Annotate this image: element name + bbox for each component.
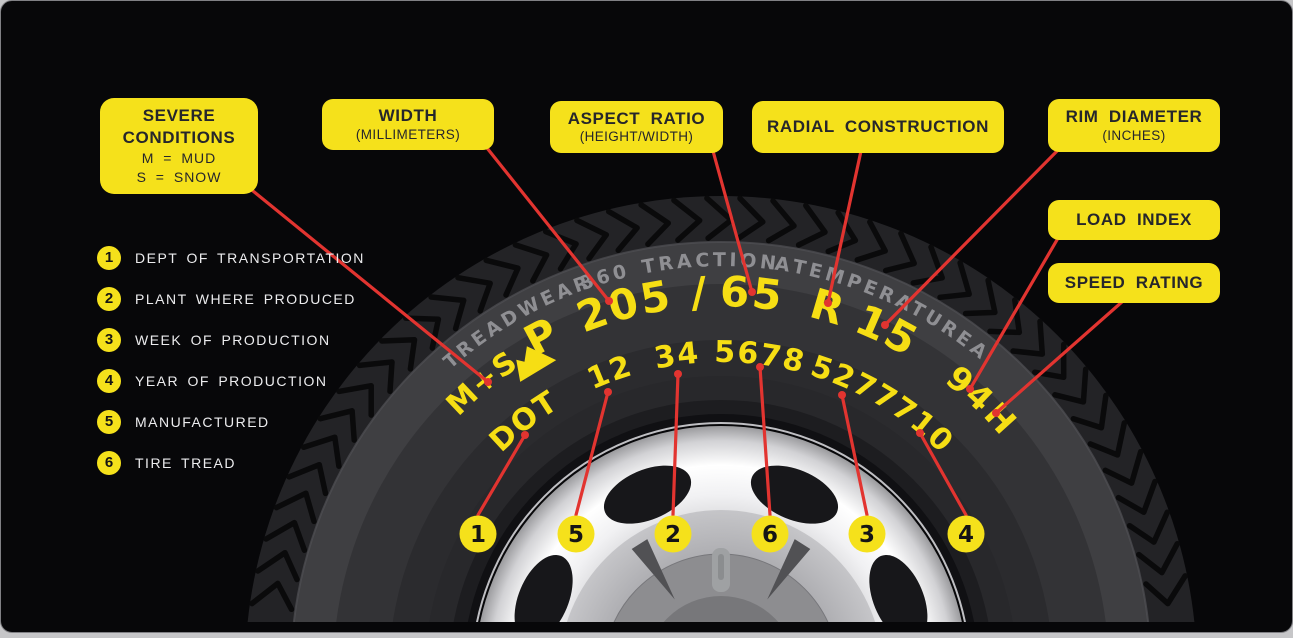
traction-value: A xyxy=(773,253,791,278)
rim-diameter-subtitle: (INCHES) xyxy=(1102,127,1166,143)
legend-number-4: 4 xyxy=(97,368,121,393)
callout-radial-construction: RADIAL CONSTRUCTION xyxy=(752,101,1004,153)
marker-2-number: 2 xyxy=(665,522,681,548)
aspect-ratio-title: ASPECT RATIO xyxy=(567,108,706,128)
hub xyxy=(613,539,829,622)
marker-4: 4 xyxy=(947,515,985,553)
legend-label-4: YEAR OF PRODUCTION xyxy=(135,372,328,389)
legend-number-2: 2 xyxy=(97,286,121,311)
wheel xyxy=(480,426,962,622)
severe-conditions-title-line2: CONDITIONS xyxy=(122,127,236,147)
marker-6-number: 6 xyxy=(762,522,778,548)
marker-3-number: 3 xyxy=(859,522,875,548)
radial-construction-title: RADIAL CONSTRUCTION xyxy=(767,117,989,137)
load-index-title: LOAD INDEX xyxy=(1076,210,1192,230)
marker-6: 6 xyxy=(751,515,789,553)
aspect-ratio-subtitle: (HEIGHT/WIDTH) xyxy=(579,129,694,145)
marker-1-number: 1 xyxy=(470,522,486,548)
legend-label-3: WEEK OF PRODUCTION xyxy=(135,331,331,348)
marker-5: 5 xyxy=(557,515,595,553)
marker-3: 3 xyxy=(848,515,886,553)
marker-1: 1 xyxy=(459,515,497,553)
legend-number-3: 3 xyxy=(97,327,121,352)
legend-label-2: PLANT WHERE PRODUCED xyxy=(135,290,356,307)
legend-item-4: 4 YEAR OF PRODUCTION xyxy=(97,360,365,401)
wheel-holes xyxy=(514,465,928,622)
severe-conditions-mud: M = MUD xyxy=(141,149,217,166)
callout-load-index: LOAD INDEX xyxy=(1048,200,1220,240)
marker-5-number: 5 xyxy=(568,522,584,548)
callout-speed-rating: SPEED RATING xyxy=(1048,263,1220,303)
width-subtitle: (MILLIMETERS) xyxy=(355,126,461,142)
legend-number-6: 6 xyxy=(97,450,121,475)
legend-label-5: MANUFACTURED xyxy=(135,413,270,430)
callout-rim-diameter: RIM DIAMETER (INCHES) xyxy=(1048,99,1220,152)
legend-item-6: 6 TIRE TREAD xyxy=(97,442,365,483)
severe-conditions-snow: S = SNOW xyxy=(136,169,222,186)
tire-illustration: TREADWEAR 360 TRACTION A TEMPERATURE A M… xyxy=(247,144,1195,622)
severe-conditions-title-line1: SEVERE xyxy=(142,106,216,126)
separator-marking: / xyxy=(690,267,708,317)
legend-item-2: 2 PLANT WHERE PRODUCED xyxy=(97,278,365,319)
legend-label-6: TIRE TREAD xyxy=(135,454,236,471)
marker-2: 2 xyxy=(654,515,692,553)
speed-rating-title: SPEED RATING xyxy=(1064,273,1204,293)
rim-diameter-title: RIM DIAMETER xyxy=(1065,107,1203,127)
callout-aspect-ratio: ASPECT RATIO (HEIGHT/WIDTH) xyxy=(550,101,723,153)
callout-severe-conditions: SEVERE CONDITIONS M = MUD S = SNOW xyxy=(100,98,258,194)
svg-text:/: / xyxy=(690,267,710,317)
legend-number-5: 5 xyxy=(97,409,121,434)
svg-text:A: A xyxy=(773,253,794,278)
legend-item-3: 3 WEEK OF PRODUCTION xyxy=(97,319,365,360)
legend-item-5: 5 MANUFACTURED xyxy=(97,401,365,442)
legend-item-1: 1 DEPT OF TRANSPORTATION xyxy=(97,237,365,278)
width-title: WIDTH xyxy=(378,106,438,126)
legend-number-1: 1 xyxy=(97,245,121,270)
callout-lines xyxy=(251,144,1125,517)
mountain-icon xyxy=(516,346,557,382)
number-markers: 1 5 2 6 3 xyxy=(459,515,985,553)
callout-width: WIDTH (MILLIMETERS) xyxy=(322,99,494,150)
marker-4-number: 4 xyxy=(958,522,974,548)
legend-label-1: DEPT OF TRANSPORTATION xyxy=(135,249,365,266)
legend: 1 DEPT OF TRANSPORTATION 2 PLANT WHERE P… xyxy=(97,237,365,483)
